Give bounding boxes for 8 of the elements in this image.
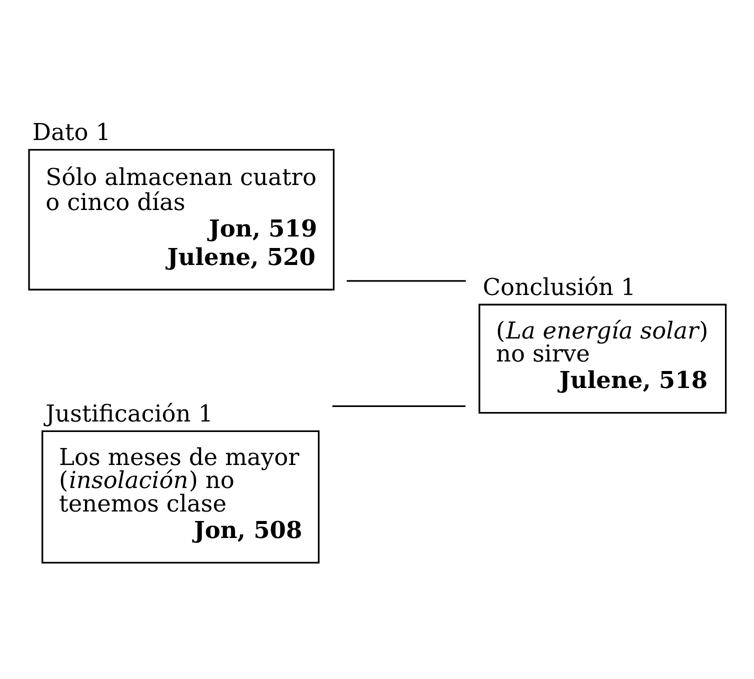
- node-box: Los meses de mayor (insolación) no tenemos clase Jon, 508: [42, 430, 320, 564]
- connector: [346, 280, 466, 282]
- node-label: Conclusión 1: [482, 273, 636, 300]
- node-label: Justificación 1: [46, 400, 214, 427]
- connector: [332, 404, 466, 407]
- node-box: Sólo almacenan cuatro o cinco días Jon, 519 Julene, 520: [28, 148, 335, 290]
- node-box: (La energía solar) no sirve Julene, 518: [478, 303, 727, 414]
- node-label: Dato 1: [32, 118, 111, 146]
